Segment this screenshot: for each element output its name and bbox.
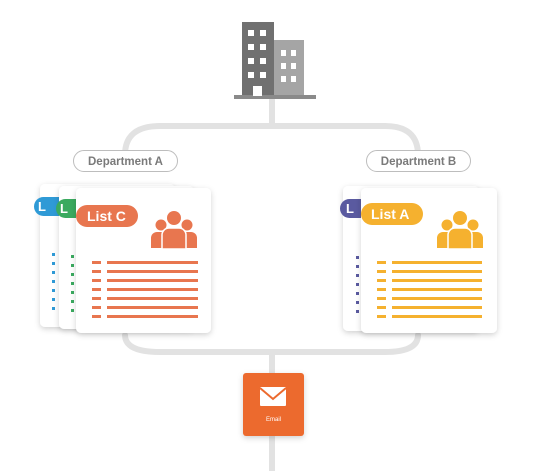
department-b-label: Department B xyxy=(366,150,471,172)
list-card-tab-label: L xyxy=(38,199,46,214)
building-icon xyxy=(234,22,316,99)
list-card-front: List C xyxy=(76,188,211,333)
department-a-label: Department A xyxy=(73,150,178,172)
email-box xyxy=(243,373,304,436)
list-card-tab-label: L xyxy=(346,201,354,216)
list-card-tab-label: L xyxy=(60,201,68,216)
connector-lines xyxy=(122,97,421,471)
list-card-front: List A xyxy=(361,188,497,333)
list-card-tab-label: List A xyxy=(371,206,409,222)
list-lines xyxy=(377,261,482,318)
department-a-stack: L L List C xyxy=(34,184,211,333)
list-lines xyxy=(92,261,198,318)
people-icon xyxy=(437,211,483,250)
department-b-stack: L List A xyxy=(340,186,497,333)
email-label: Email xyxy=(265,417,281,423)
people-icon xyxy=(151,211,197,250)
envelope-icon xyxy=(259,387,287,406)
list-card-tab-label: List C xyxy=(87,208,126,224)
